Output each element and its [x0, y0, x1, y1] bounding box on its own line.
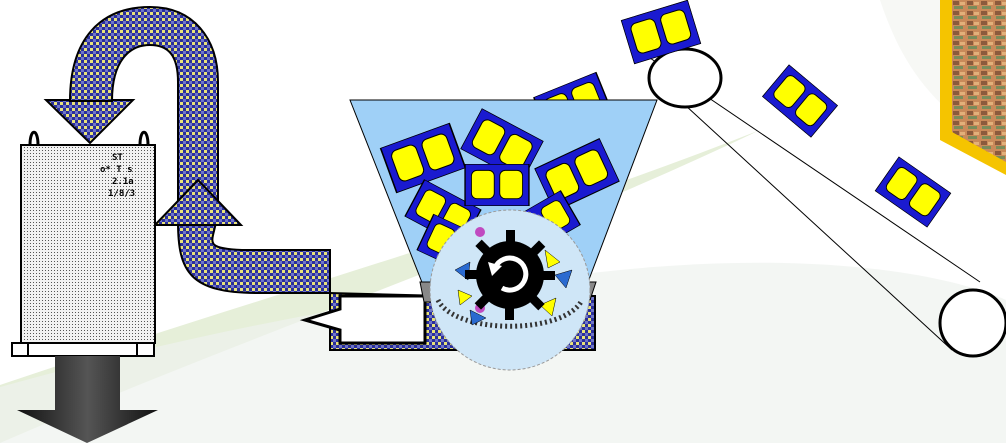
tile-on-belt — [875, 156, 951, 227]
bin-label-line-1: ST — [112, 153, 123, 163]
scrap-photo — [940, 0, 1006, 175]
bin-label-line-2: o* T s — [100, 165, 133, 175]
rotor-icon — [430, 210, 590, 370]
filter-bin-icon: ST o* T s 2.1a 1/8/3 — [12, 132, 155, 356]
bottom-pulley — [940, 290, 1006, 356]
bin-label-line-4: 1/8/3 — [108, 189, 135, 199]
top-pulley — [649, 49, 721, 107]
bin-label-line-3: 2.1a — [112, 177, 134, 187]
tile-on-belt — [762, 64, 838, 137]
